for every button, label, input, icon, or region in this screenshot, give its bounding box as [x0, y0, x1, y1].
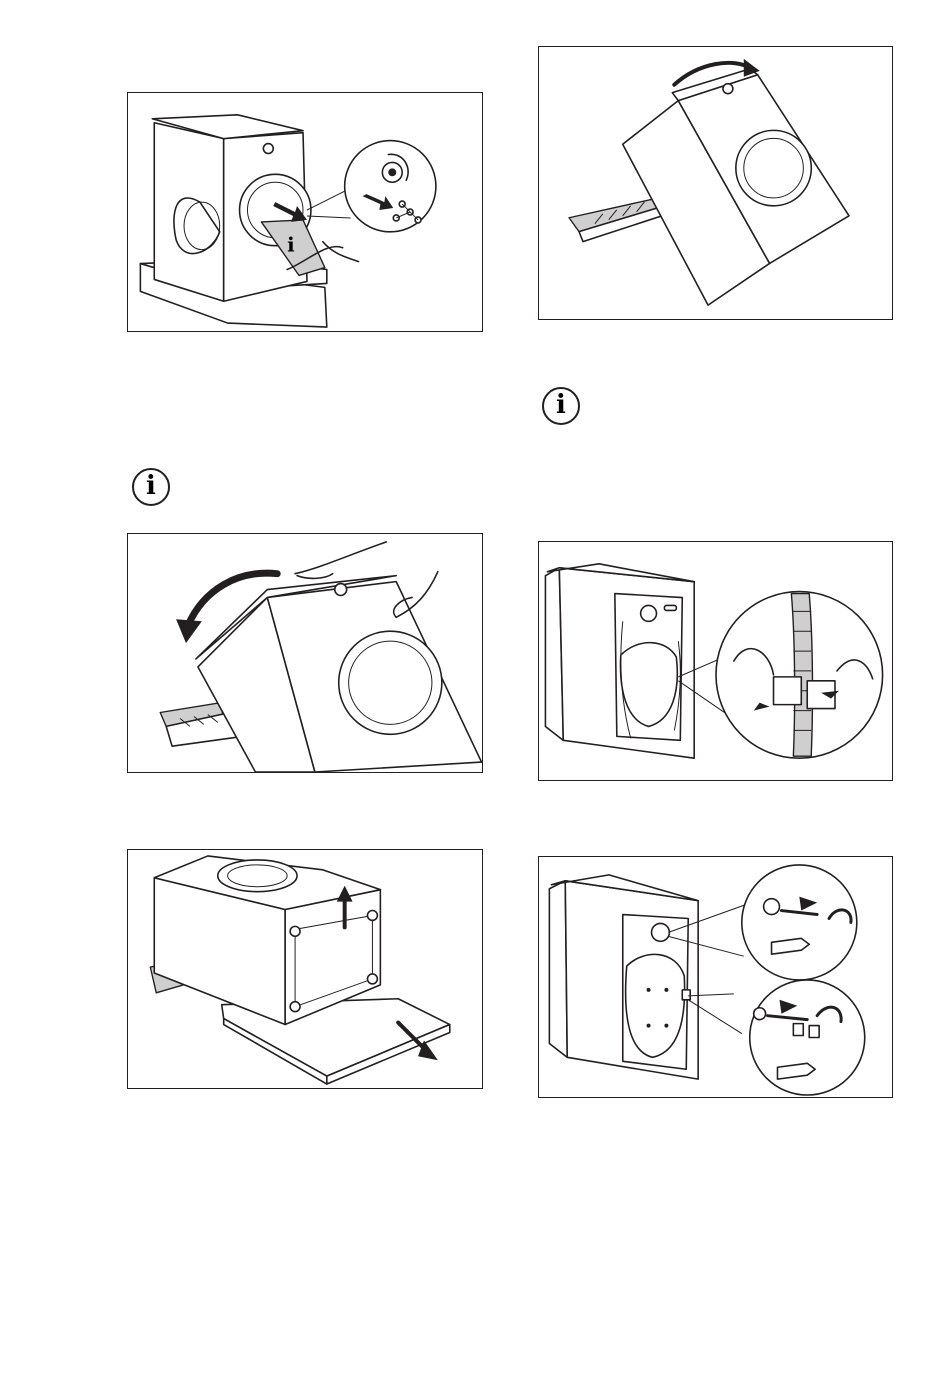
magnifier-circle-top — [742, 865, 857, 980]
washing-machine-drawing — [549, 875, 698, 1079]
packaging-tray — [569, 198, 668, 242]
magnifier-circle — [716, 592, 883, 759]
figure-remove-base-packaging — [127, 849, 483, 1089]
arrow-icon — [176, 619, 202, 643]
figure-remove-rear-bolts — [538, 856, 893, 1098]
magnifier-circle-bottom — [750, 980, 865, 1095]
svg-text:i: i — [287, 233, 295, 257]
info-symbol: i — [146, 471, 156, 501]
info-symbol: i — [556, 390, 566, 420]
washing-machine-drawing — [545, 564, 694, 758]
figure-tilt-left — [127, 533, 483, 773]
washing-machine-drawing — [154, 856, 380, 1025]
figure-tilt-right — [538, 46, 893, 320]
magnifier-circle — [345, 141, 436, 232]
washing-machine-drawing — [196, 576, 482, 772]
washing-machine-drawing — [623, 69, 849, 305]
figure-remove-bolts-bag: i — [127, 92, 483, 332]
info-icon: i — [132, 468, 170, 506]
figure-remove-hose-clips — [538, 541, 893, 781]
info-icon: i — [542, 387, 580, 425]
